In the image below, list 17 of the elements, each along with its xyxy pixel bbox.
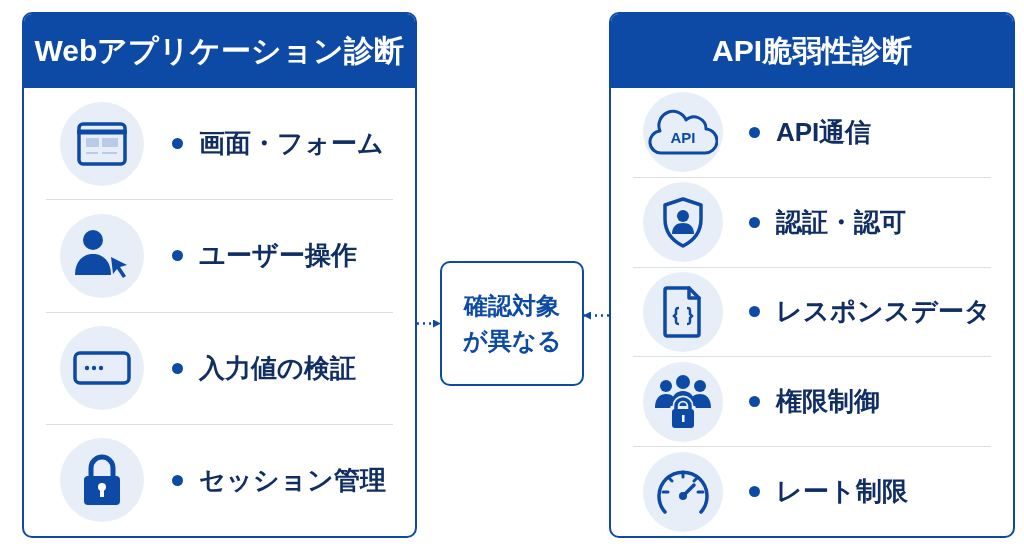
item-label: レスポンスデータ xyxy=(776,295,991,329)
api-label: API xyxy=(669,130,697,146)
item-label: 認証・認可 xyxy=(776,205,906,239)
item-label: 画面・フォーム xyxy=(199,127,384,161)
item-label: API通信 xyxy=(776,115,872,149)
item-label: レート制限 xyxy=(776,475,908,509)
item-label: 権限制御 xyxy=(776,385,880,419)
panel-header: Webアプリケーション診断 xyxy=(24,14,415,88)
item-label: 入力値の検証 xyxy=(199,351,356,385)
panel-header: API脆弱性診断 xyxy=(611,14,1013,88)
result-box: 確認対象が異なる xyxy=(440,261,584,386)
item-label: セッション管理 xyxy=(199,463,386,497)
item-label: ユーザー操作 xyxy=(199,239,357,273)
dotted-arrow xyxy=(417,319,441,328)
panel xyxy=(609,12,1015,538)
panel xyxy=(22,12,417,538)
dotted-arrow xyxy=(583,311,609,320)
